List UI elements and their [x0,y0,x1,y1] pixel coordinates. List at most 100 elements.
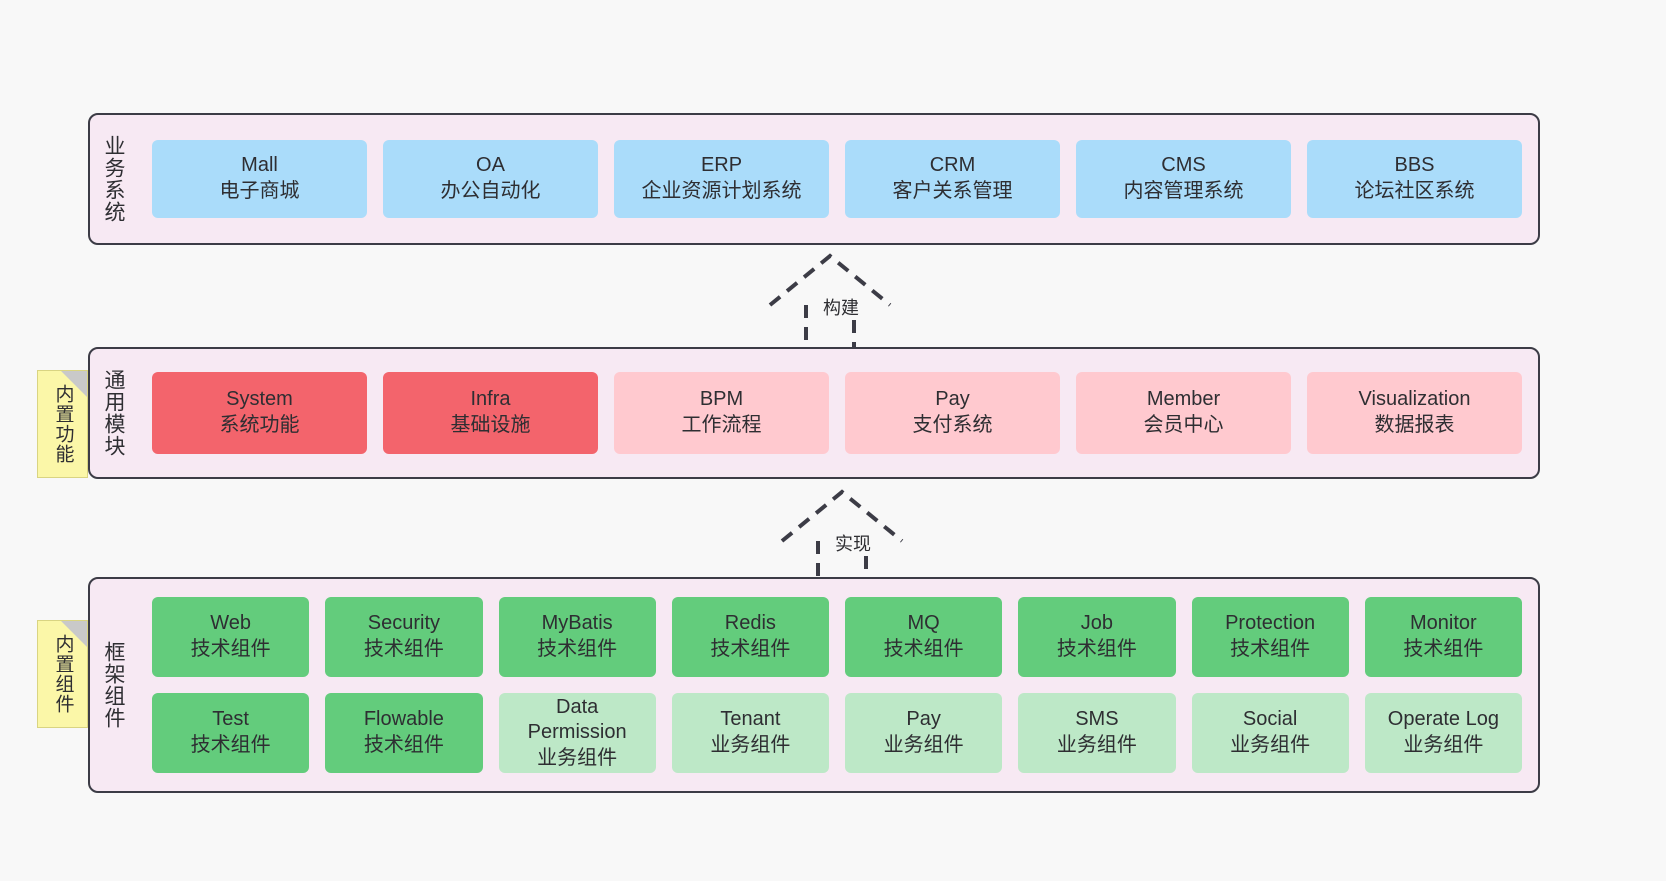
card-subtitle: 业务组件 [1230,734,1311,756]
card-subtitle: 数据报表 [1374,414,1455,436]
card-subtitle: 内容管理系统 [1123,180,1244,202]
card-subtitle: 论坛社区系统 [1354,180,1475,202]
card-title: Security [367,612,440,635]
section-body-common-modules: System 系统功能 Infra 基础设施 BPM 工作流程 Pay 支付系统… [136,349,1538,477]
card-cms[interactable]: CMS 内容管理系统 [1076,140,1291,218]
card-title: OA [476,154,505,177]
note-builtin-features: 内置功能 [37,370,88,478]
card-subtitle: 电子商城 [219,180,300,202]
card-subtitle: 技术组件 [1403,638,1484,660]
card-social[interactable]: Social 业务组件 [1191,693,1349,773]
card-subtitle: 企业资源计划系统 [641,180,802,202]
card-title: MQ [907,612,940,635]
card-infra[interactable]: Infra 基础设施 [383,372,598,454]
card-title: SMS [1075,708,1119,731]
card-subtitle: 技术组件 [363,638,444,660]
card-redis[interactable]: Redis 技术组件 [671,597,829,677]
card-title: CRM [929,154,976,177]
connector-build-label: 构建 [820,294,862,320]
note-fold-corner-icon [61,371,87,397]
card-mall[interactable]: Mall 电子商城 [152,140,367,218]
card-title: CMS [1161,154,1206,177]
connector-implement-label: 实现 [832,530,874,556]
card-subtitle: 技术组件 [1230,638,1311,660]
card-data-permission[interactable]: Data Permission 业务组件 [498,693,656,773]
card-title: ERP [700,154,743,177]
card-row: System 系统功能 Infra 基础设施 BPM 工作流程 Pay 支付系统… [152,372,1522,454]
card-test[interactable]: Test 技术组件 [152,693,310,773]
card-tenant[interactable]: Tenant 业务组件 [671,693,829,773]
section-body-framework-components: Web 技术组件 Security 技术组件 MyBatis 技术组件 Redi… [136,579,1538,791]
card-security[interactable]: Security 技术组件 [325,597,483,677]
card-title: Protection [1225,612,1316,635]
card-crm[interactable]: CRM 客户关系管理 [845,140,1060,218]
card-erp[interactable]: ERP 企业资源计划系统 [614,140,829,218]
note-label: 内置组件 [52,634,74,714]
card-flowable[interactable]: Flowable 技术组件 [325,693,483,773]
card-subtitle: 技术组件 [1056,638,1137,660]
card-visualization[interactable]: Visualization 数据报表 [1307,372,1522,454]
card-title: System [226,388,293,411]
card-title: Web [210,612,251,635]
card-subtitle: 技术组件 [710,638,791,660]
card-title: Tenant [720,708,781,731]
card-title: Pay [906,708,941,731]
card-title: Job [1080,612,1113,635]
card-title: Visualization [1358,388,1471,411]
card-title: Member [1146,388,1221,411]
card-protection[interactable]: Protection 技术组件 [1191,597,1349,677]
card-title: MyBatis [541,612,613,635]
section-business-systems: 业务系统 Mall 电子商城 OA 办公自动化 ERP 企业资源计划系统 CRM… [88,113,1540,245]
card-subtitle: 业务组件 [883,734,964,756]
card-subtitle: 技术组件 [883,638,964,660]
card-title: Redis [724,612,776,635]
card-web[interactable]: Web 技术组件 [152,597,310,677]
card-mq[interactable]: MQ 技术组件 [845,597,1003,677]
card-title: Mall [241,154,278,177]
card-pay-business[interactable]: Pay 业务组件 [845,693,1003,773]
card-operate-log[interactable]: Operate Log 业务组件 [1364,693,1522,773]
card-monitor[interactable]: Monitor 技术组件 [1364,597,1522,677]
card-title: Operate Log [1387,708,1499,731]
card-bbs[interactable]: BBS 论坛社区系统 [1307,140,1522,218]
card-row: Web 技术组件 Security 技术组件 MyBatis 技术组件 Redi… [152,597,1522,677]
card-row: Test 技术组件 Flowable 技术组件 Data Permission … [152,693,1522,773]
card-sms[interactable]: SMS 业务组件 [1018,693,1176,773]
section-common-modules: 通用模块 System 系统功能 Infra 基础设施 BPM 工作流程 Pay… [88,347,1540,479]
card-subtitle: 会员中心 [1143,414,1224,436]
card-job[interactable]: Job 技术组件 [1018,597,1176,677]
note-builtin-components: 内置组件 [37,620,88,728]
card-subtitle: 系统功能 [219,414,300,436]
card-title: Pay [935,388,970,411]
card-title: BBS [1394,154,1435,177]
card-system[interactable]: System 系统功能 [152,372,367,454]
section-label-common-modules: 通用模块 [101,369,125,457]
card-subtitle: 业务组件 [537,746,618,769]
card-subtitle: 技术组件 [363,734,444,756]
card-subtitle: 业务组件 [1403,734,1484,756]
card-subtitle: 工作流程 [681,414,762,436]
card-mybatis[interactable]: MyBatis 技术组件 [498,597,656,677]
card-title: Flowable [363,708,444,731]
note-label: 内置功能 [52,384,74,464]
section-label-business-systems: 业务系统 [101,135,125,223]
card-pay[interactable]: Pay 支付系统 [845,372,1060,454]
card-subtitle: 业务组件 [1056,734,1137,756]
card-subtitle: 办公自动化 [440,180,541,202]
section-framework-components: 框架组件 Web 技术组件 Security 技术组件 MyBatis 技术组件… [88,577,1540,793]
card-subtitle: 基础设施 [450,414,531,436]
card-subtitle: 支付系统 [912,414,993,436]
card-member[interactable]: Member 会员中心 [1076,372,1291,454]
card-bpm[interactable]: BPM 工作流程 [614,372,829,454]
section-body-business-systems: Mall 电子商城 OA 办公自动化 ERP 企业资源计划系统 CRM 客户关系… [136,115,1538,243]
card-row: Mall 电子商城 OA 办公自动化 ERP 企业资源计划系统 CRM 客户关系… [152,140,1522,218]
card-title: BPM [699,388,744,411]
connector-build: 构建 [760,250,920,360]
card-title: Social [1242,708,1298,731]
card-subtitle: 技术组件 [537,638,618,660]
card-oa[interactable]: OA 办公自动化 [383,140,598,218]
note-fold-corner-icon [61,621,87,647]
card-subtitle: 技术组件 [190,638,271,660]
card-title: Infra [470,388,511,411]
card-title: Monitor [1410,612,1477,635]
